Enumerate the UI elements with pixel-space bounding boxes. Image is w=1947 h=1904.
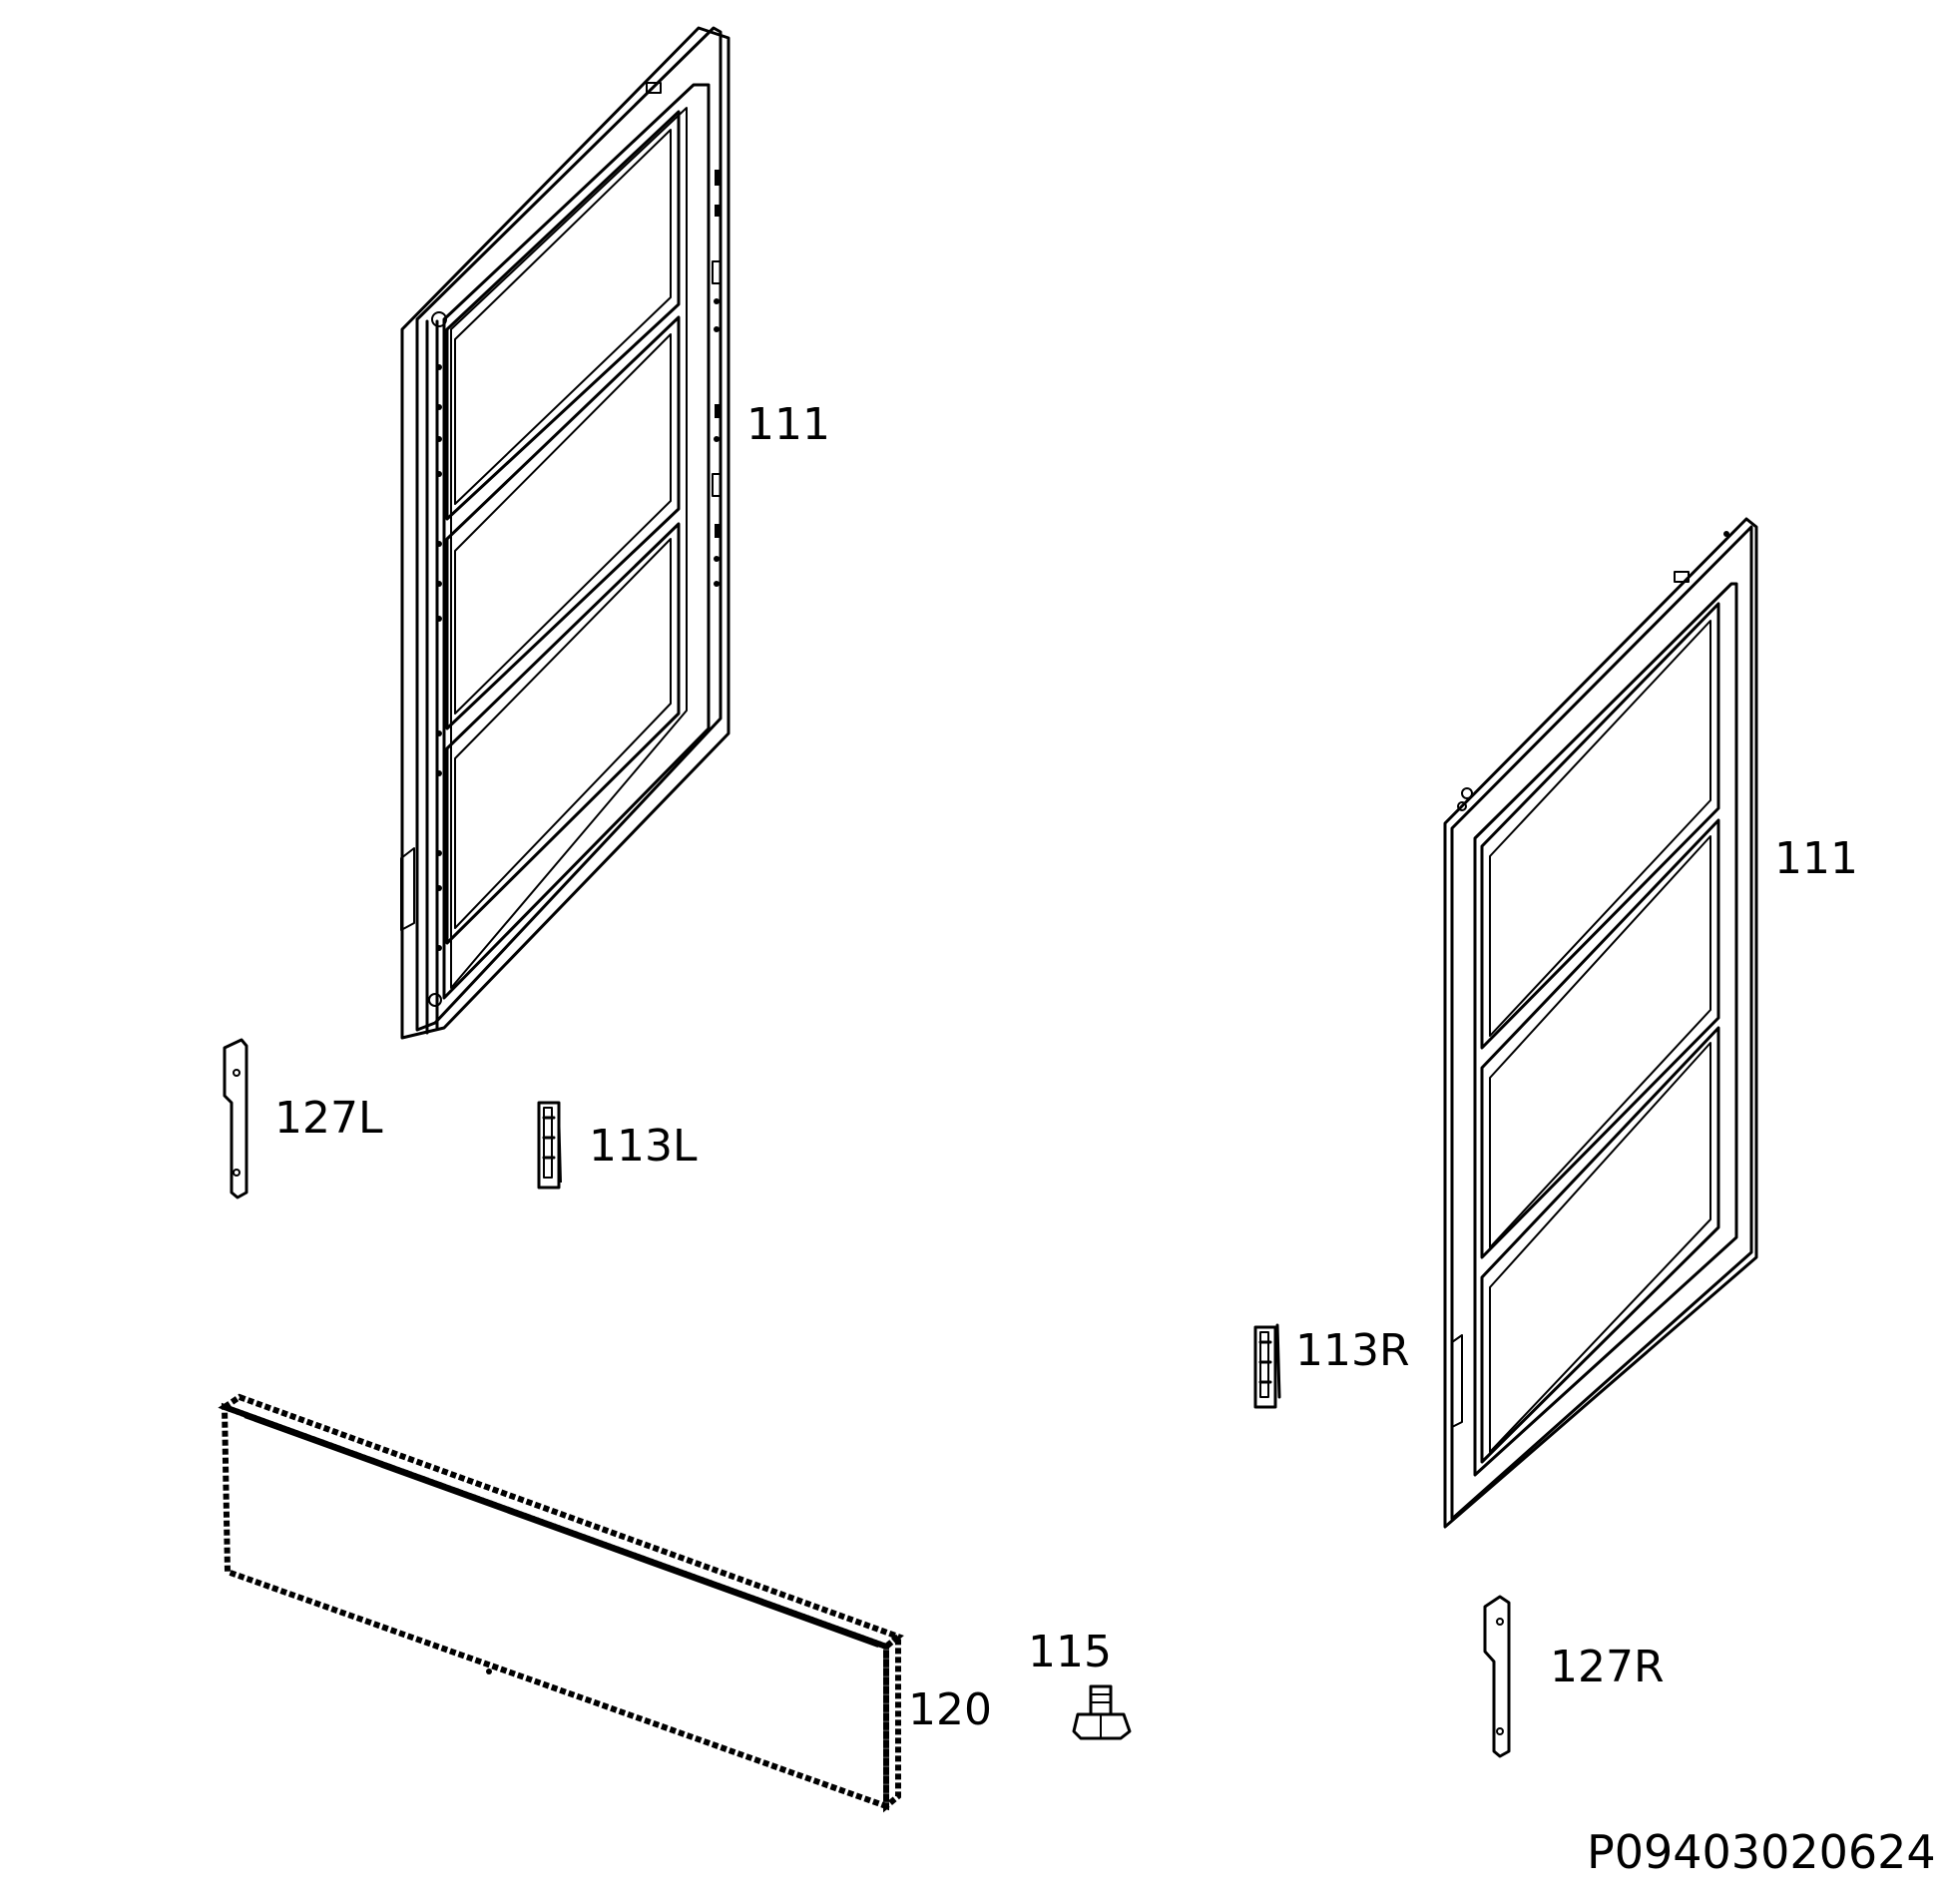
hinge-113r — [1253, 1323, 1281, 1409]
hinge-113l — [537, 1101, 562, 1190]
part-label-111-right: 111 — [1774, 833, 1858, 884]
side-frame-right — [1443, 517, 1758, 1529]
foot-115 — [1072, 1684, 1132, 1740]
part-label-113r: 113R — [1295, 1325, 1410, 1376]
strip-127l — [223, 1038, 248, 1199]
part-label-127r: 127R — [1550, 1642, 1665, 1692]
part-label-115: 115 — [1028, 1627, 1112, 1677]
part-label-127l: 127L — [274, 1093, 383, 1144]
part-label-111-left: 111 — [746, 399, 830, 450]
side-frame-left — [400, 26, 730, 1040]
diagram-code: P09403020624 — [1587, 1825, 1936, 1879]
part-label-120: 120 — [908, 1684, 992, 1735]
strip-127r — [1483, 1595, 1511, 1758]
part-label-113l: 113L — [589, 1121, 698, 1172]
panel-120 — [218, 1393, 904, 1813]
